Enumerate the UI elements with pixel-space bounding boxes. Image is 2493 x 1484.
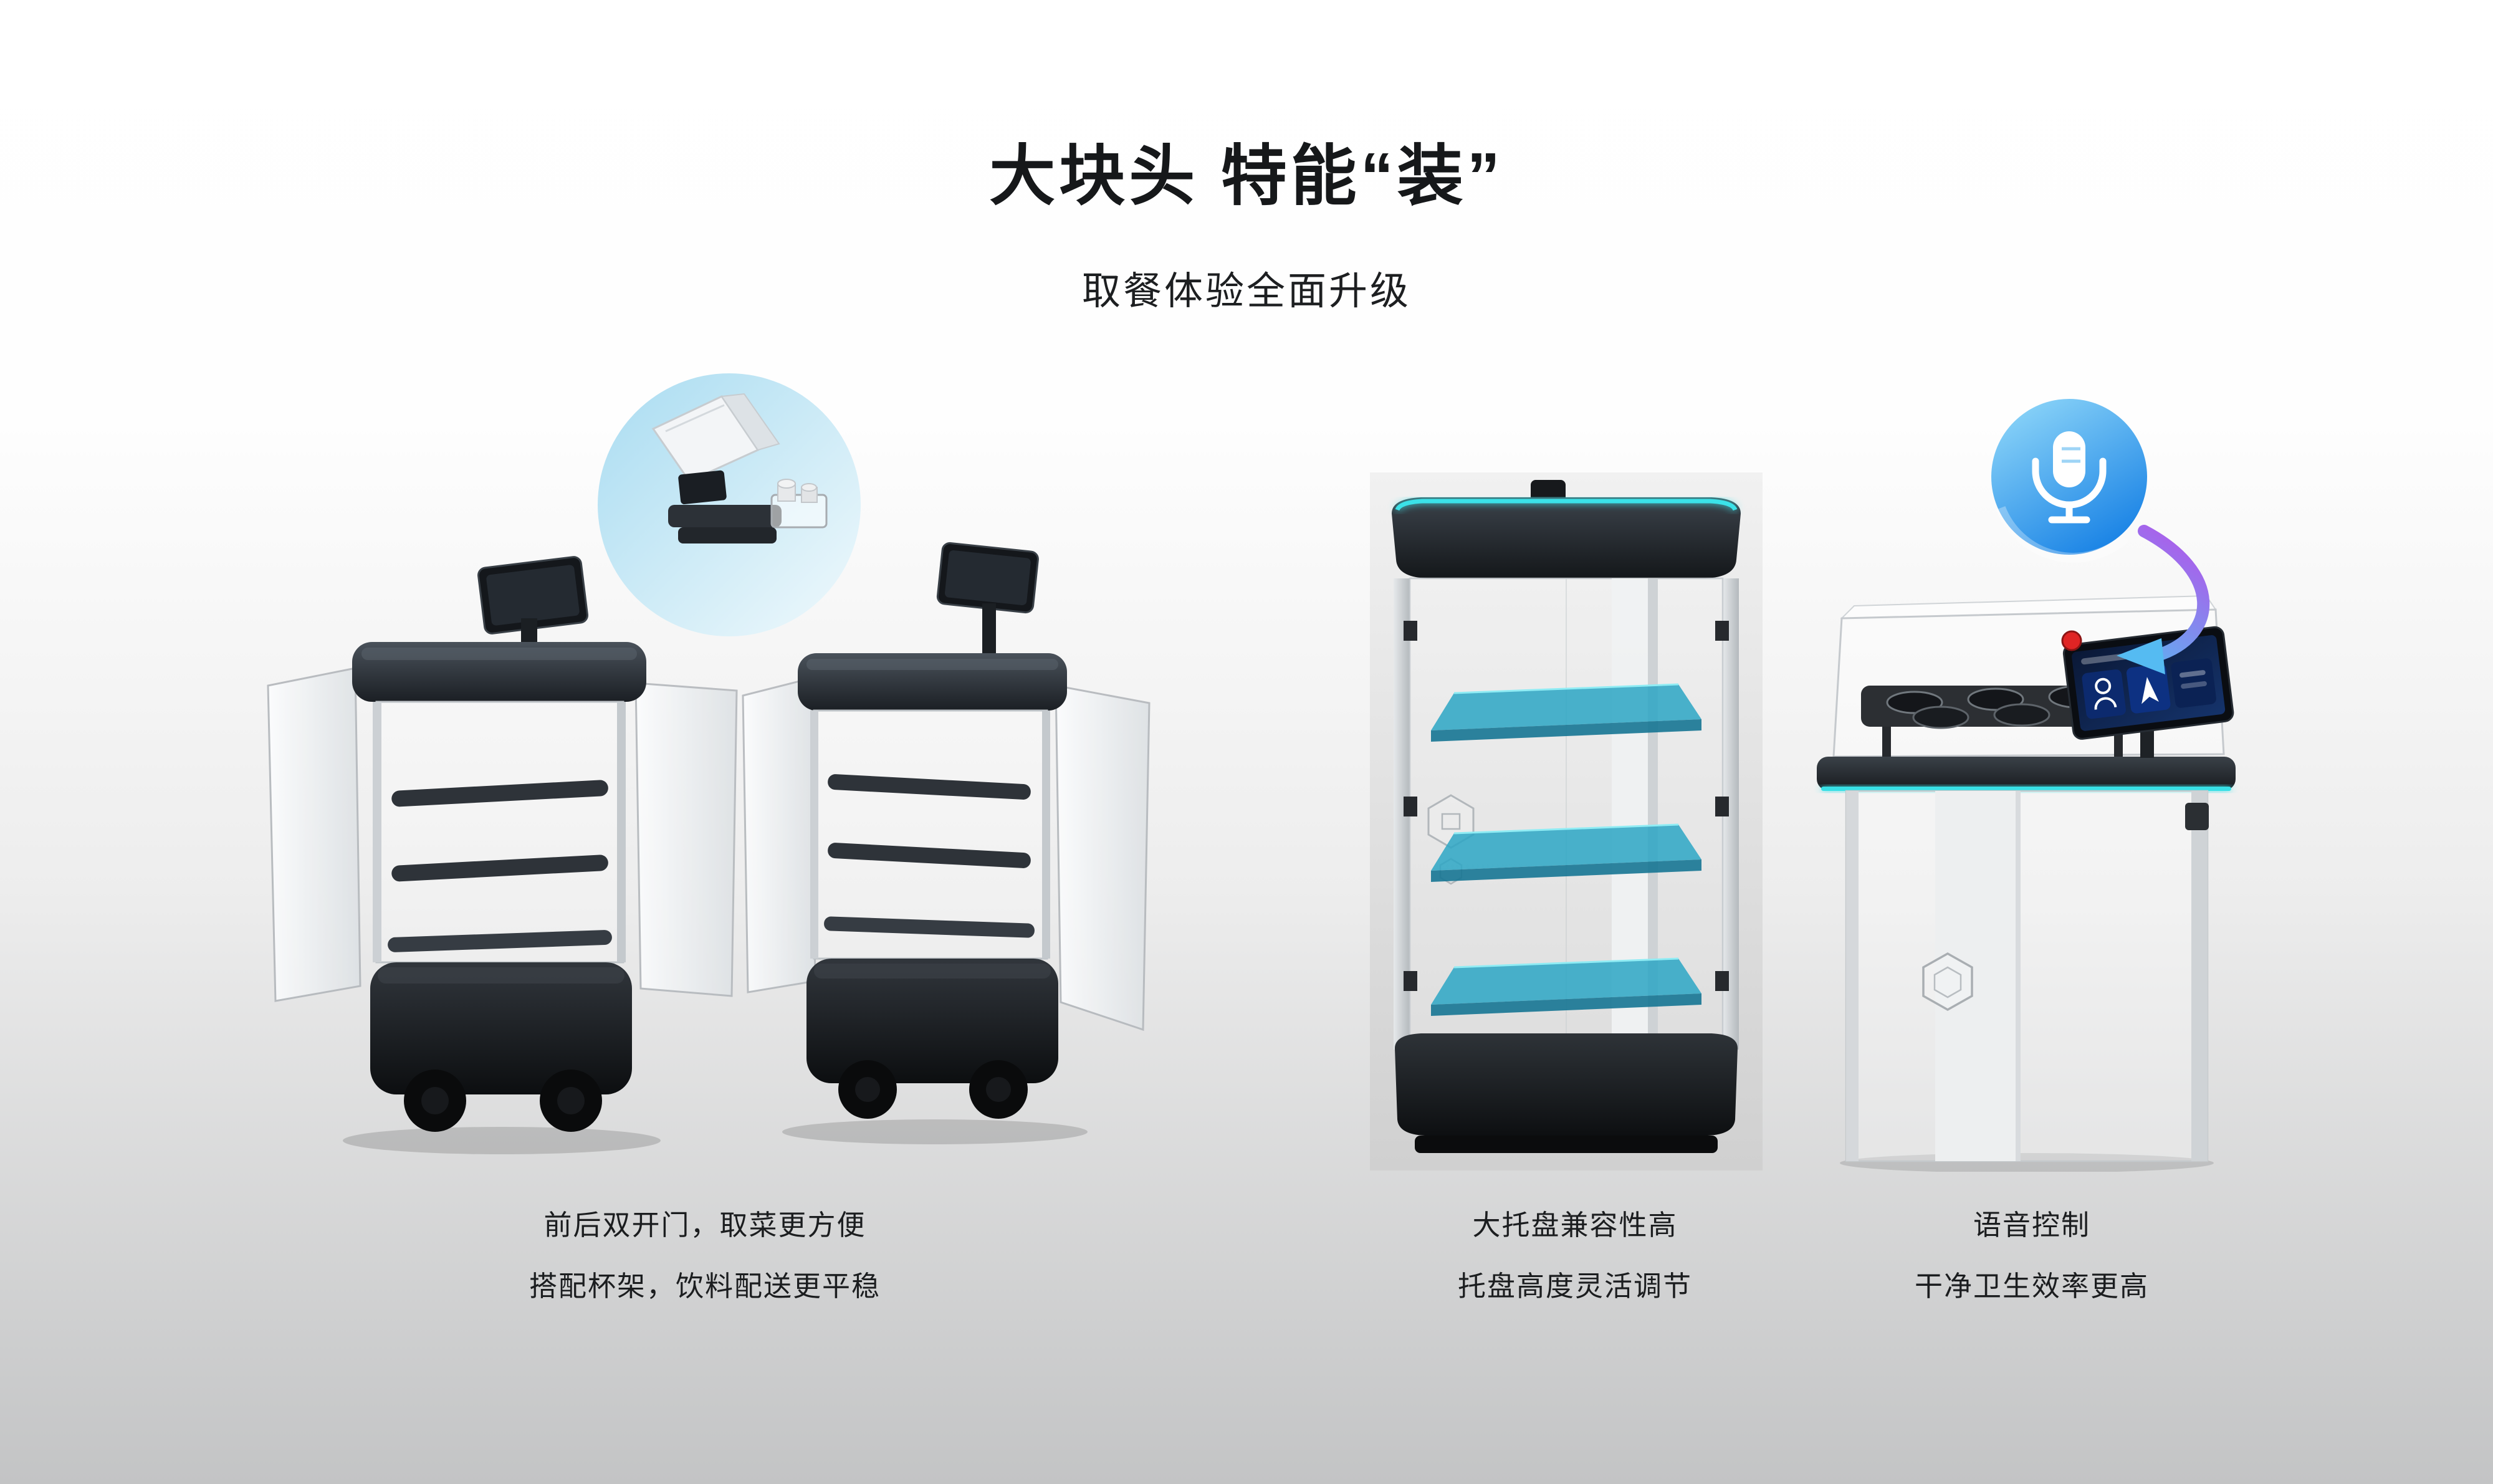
hexagon-logo xyxy=(1922,952,1973,1012)
tray-illustration xyxy=(1370,472,1763,1170)
cup-holder-callout xyxy=(598,373,861,636)
figure-voice-control xyxy=(1807,374,2256,1172)
door-hinge xyxy=(1404,971,1417,991)
robot-screen xyxy=(2062,626,2234,740)
robot-tablet xyxy=(477,556,588,634)
adjustable-tray-robot xyxy=(1392,480,1741,1153)
emergency-stop-button xyxy=(2061,630,2082,651)
double-doors-illustration xyxy=(267,373,1151,1154)
delivery-robot-front xyxy=(343,556,661,1154)
door-hinge xyxy=(1404,797,1417,816)
caption-voice-control: 语音控制 干净卫生效率更高 xyxy=(1658,1208,2406,1331)
open-door-right xyxy=(634,682,738,997)
door-hinge xyxy=(1715,621,1729,641)
door-hinge xyxy=(1715,971,1729,991)
page-subtitle: 取餐体验全面升级 xyxy=(1081,270,1411,313)
door-hinge xyxy=(1715,797,1729,816)
caption-line: 托盘高度灵活调节 xyxy=(1457,1270,1692,1303)
caption-line: 语音控制 xyxy=(1973,1209,2090,1241)
figure-double-doors xyxy=(249,349,1159,1178)
tray-level-3 xyxy=(1431,957,1701,1016)
page-header: 大块头 特能“装” 取餐体验全面升级 xyxy=(0,122,2493,315)
voice-control-badge xyxy=(1991,399,2147,563)
voice-control-illustration xyxy=(1817,399,2236,1172)
caption-line: 搭配杯架，饮料配送更平稳 xyxy=(529,1270,881,1303)
door-hinge xyxy=(1404,621,1417,641)
cyan-accent-rim xyxy=(1821,787,2231,791)
caption-line: 大托盘兼容性高 xyxy=(1472,1209,1678,1241)
microphone-icon xyxy=(2032,431,2107,524)
navigation-icon xyxy=(2141,677,2159,704)
open-door-right xyxy=(1055,684,1151,1032)
caption-double-doors: 前后双开门，取菜更方便 搭配杯架，饮料配送更平稳 xyxy=(331,1208,1079,1331)
open-door-left xyxy=(267,667,361,1002)
delivery-robot-angled xyxy=(782,542,1088,1144)
user-icon xyxy=(2095,677,2112,694)
tray-level-1 xyxy=(1431,683,1701,742)
sensor-module xyxy=(2185,803,2209,830)
voice-robot xyxy=(1817,595,2236,1172)
open-door-left xyxy=(742,677,816,993)
callout-screen xyxy=(678,470,727,505)
caption-large-tray: 大托盘兼容性高 托盘高度灵活调节 xyxy=(1201,1208,1949,1331)
cyan-accent-rim xyxy=(1395,499,1738,511)
page-title: 大块头 特能“装” xyxy=(989,140,1504,213)
tray-level-2 xyxy=(1431,823,1701,882)
robot-tablet xyxy=(936,542,1039,614)
figure-large-tray xyxy=(1370,472,1763,1170)
caption-line: 前后双开门，取菜更方便 xyxy=(543,1209,866,1241)
curved-arrow-icon xyxy=(2117,525,2210,674)
cup-holder-icon xyxy=(770,479,828,529)
glass-cabinet xyxy=(1845,790,2209,1162)
caption-line: 干净卫生效率更高 xyxy=(1914,1270,2149,1303)
